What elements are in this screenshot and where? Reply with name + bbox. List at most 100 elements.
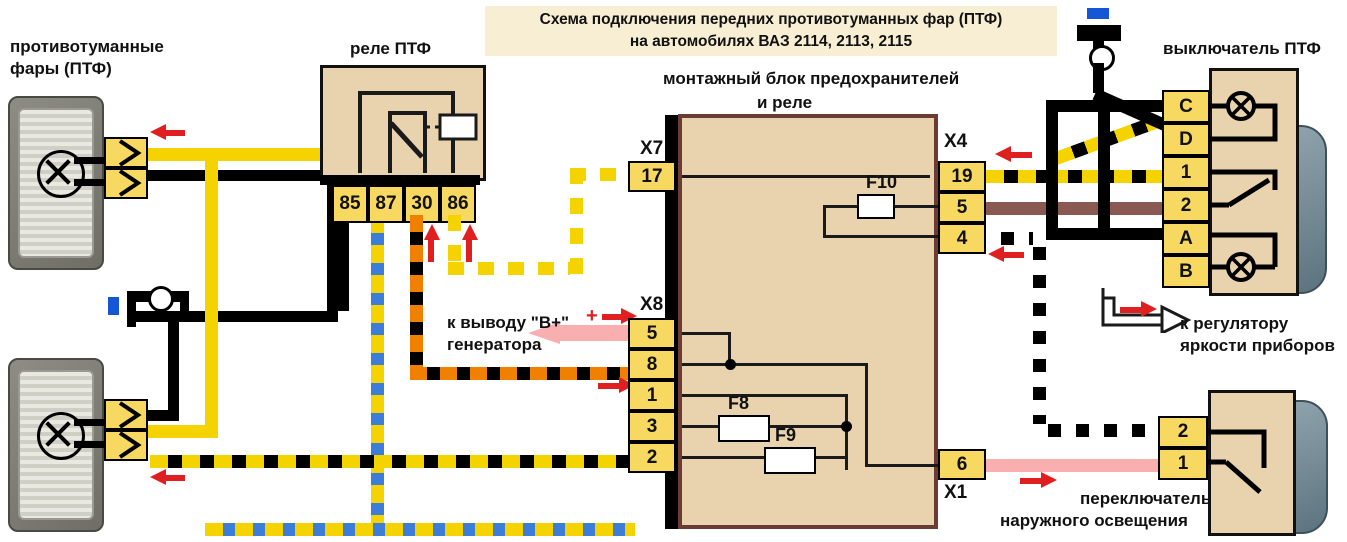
connector-label-x4: X4 (944, 131, 968, 152)
fuse-label-f8: F8 (728, 393, 750, 413)
trace-f10-left (823, 205, 858, 208)
fusebox-pin-x4-4[interactable]: 4 (938, 223, 986, 254)
arrow-stem-x4-19 (1010, 152, 1032, 158)
switch-ptf-pin-1[interactable]: 1 (1162, 156, 1210, 189)
relay-label: реле ПТФ (350, 39, 432, 58)
switch-outer-body (1208, 390, 1296, 536)
connector-chevron-upper-icon (118, 139, 142, 197)
regulator-label-line2: яркости приборов (1180, 336, 1335, 355)
fusebox-pin-x8-8[interactable]: 8 (628, 349, 676, 380)
fuse-label-f9: F9 (775, 425, 797, 445)
trace-f10-vertical (823, 205, 826, 237)
wire-white-black-bottom (1033, 424, 1158, 437)
arrow-stem-regulator (1120, 307, 1142, 313)
fusebox-pin-x8-2[interactable]: 2 (628, 442, 676, 473)
lamp-symbol-upper (37, 150, 85, 198)
ground-right-stem (1093, 38, 1104, 50)
arrow-stem-x4-4 (1002, 252, 1024, 258)
trace-x8-8-to-x1 (865, 464, 940, 467)
arrow-left-x4-4 (988, 246, 1004, 262)
junction-dot-x8-3 (841, 421, 852, 432)
wire-pink-x1-6 (986, 459, 1158, 472)
trace-x8-8 (682, 363, 867, 366)
wire-black-bus-vertical (1046, 100, 1058, 240)
switch-ptf-pin-a[interactable]: A (1162, 222, 1210, 255)
relay-terminal-85[interactable]: 85 (332, 185, 368, 223)
arrow-stem-x1-6 (1020, 478, 1042, 484)
connector-label-x8: X8 (640, 294, 664, 315)
arrow-up-relay-86 (462, 224, 478, 240)
fuse-label-f10: F10 (866, 172, 898, 192)
fusebox-pin-x8-3[interactable]: 3 (628, 411, 676, 442)
generator-label-line1: к выводу "B+" (447, 313, 570, 332)
wire-black-upper-lamp-to-ground (148, 170, 338, 181)
switch-ptf-pin-c[interactable]: C (1162, 90, 1210, 123)
connector-label-x7: X7 (640, 138, 664, 159)
fusebox-pin-x4-5[interactable]: 5 (938, 192, 986, 223)
arrow-left-bottom-yel-blk (150, 469, 166, 485)
relay-terminal-87[interactable]: 87 (368, 185, 404, 223)
fog-lamp-upper-connector-bottom (104, 168, 148, 199)
fusebox-pin-x7-17[interactable]: 17 (628, 161, 676, 192)
lamp-lower-lead-bottom (74, 441, 108, 448)
switch-outer-label-line1: переключатель (1080, 489, 1212, 508)
generator-label-line2: генератора (447, 335, 542, 354)
trace-x8-5-vertical (728, 332, 731, 364)
ground-right-bar (1077, 25, 1121, 41)
trace-x8-5 (682, 332, 730, 335)
lamp-upper-lead-bottom (74, 179, 108, 186)
wire-black-cross-vertical (1098, 112, 1110, 232)
wire-black-relay85-left (327, 300, 349, 311)
switch-ptf-internal-schematic (1209, 91, 1278, 282)
relay-base-bar (320, 175, 480, 185)
fusebox-pin-x4-19[interactable]: 19 (938, 161, 986, 192)
switch-outer-internal-schematic (1208, 429, 1267, 494)
ground-bar-vertical (127, 291, 136, 327)
arrow-stem-bottom-yel-blk (163, 475, 185, 481)
arrow-right-regulator (1141, 301, 1157, 317)
switch-outer-pin-1[interactable]: 1 (1158, 448, 1208, 480)
trace-f10-right (890, 205, 938, 208)
fusebox-pin-x1-6[interactable]: 6 (938, 449, 986, 480)
fuse-body-f9 (764, 447, 816, 474)
fusebox-label-line1: монтажный блок предохранителей (663, 69, 960, 88)
switch-ptf-pin-2[interactable]: 2 (1162, 189, 1210, 222)
arrow-left-x4-19 (995, 146, 1011, 162)
wire-yellow-lower-lamp (148, 425, 218, 438)
wire-yellow-black-bottom (150, 455, 635, 468)
wire-yellow-blue-vertical (371, 215, 384, 535)
switch-outer-pin-2[interactable]: 2 (1158, 416, 1208, 448)
wire-black-relay85-down (338, 215, 349, 310)
trace-f10-bottom (823, 235, 938, 238)
wire-black-ground-horizontal (131, 311, 338, 322)
wire-yellow-white-vertical-right (570, 168, 583, 275)
wire-brown-x4-5 (986, 202, 1166, 215)
wire-black-lower-lamp-lead (148, 410, 179, 421)
arrow-stem-relay-86 (466, 238, 472, 262)
fusebox-pin-x8-1[interactable]: 1 (628, 380, 676, 411)
wire-black-vertical-ground-run (327, 170, 338, 322)
wire-yellow-black-x4-19 (986, 170, 1166, 183)
diagram-title-line2: на автомобилях ВАЗ 2114, 2113, 2115 (629, 33, 913, 50)
generator-arrow-head (528, 322, 560, 344)
switch-ptf-pin-d[interactable]: D (1162, 123, 1210, 156)
diagram-title-line1: Схема подключения передних противотуманн… (539, 11, 1003, 28)
trace-x8-1-vertical (845, 394, 848, 470)
ground-eyelet-icon (148, 286, 174, 312)
fog-lamps-label-line1: противотуманные (10, 37, 164, 56)
lamp-lower-lead-top (74, 419, 108, 426)
trace-x8-8-vertical (865, 363, 868, 467)
wire-orange-black-vertical (410, 215, 423, 380)
ground-bar-stub (180, 291, 189, 317)
fuse-body-f10 (857, 194, 895, 219)
title-box (485, 6, 1057, 56)
arrow-stem-relay-87 (428, 238, 434, 262)
wire-orange-black-horizontal (410, 367, 635, 380)
fog-lamps-label-line2: фары (ПТФ) (10, 59, 112, 78)
switch-ptf-pin-b[interactable]: B (1162, 255, 1210, 288)
switch-outer-label-line2: наружного освещения (1000, 511, 1188, 530)
wire-yellow-white-horizontal (448, 262, 583, 275)
fusebox-pin-x8-5[interactable]: 5 (628, 318, 676, 349)
ground-right-blue-tab (1087, 8, 1109, 19)
